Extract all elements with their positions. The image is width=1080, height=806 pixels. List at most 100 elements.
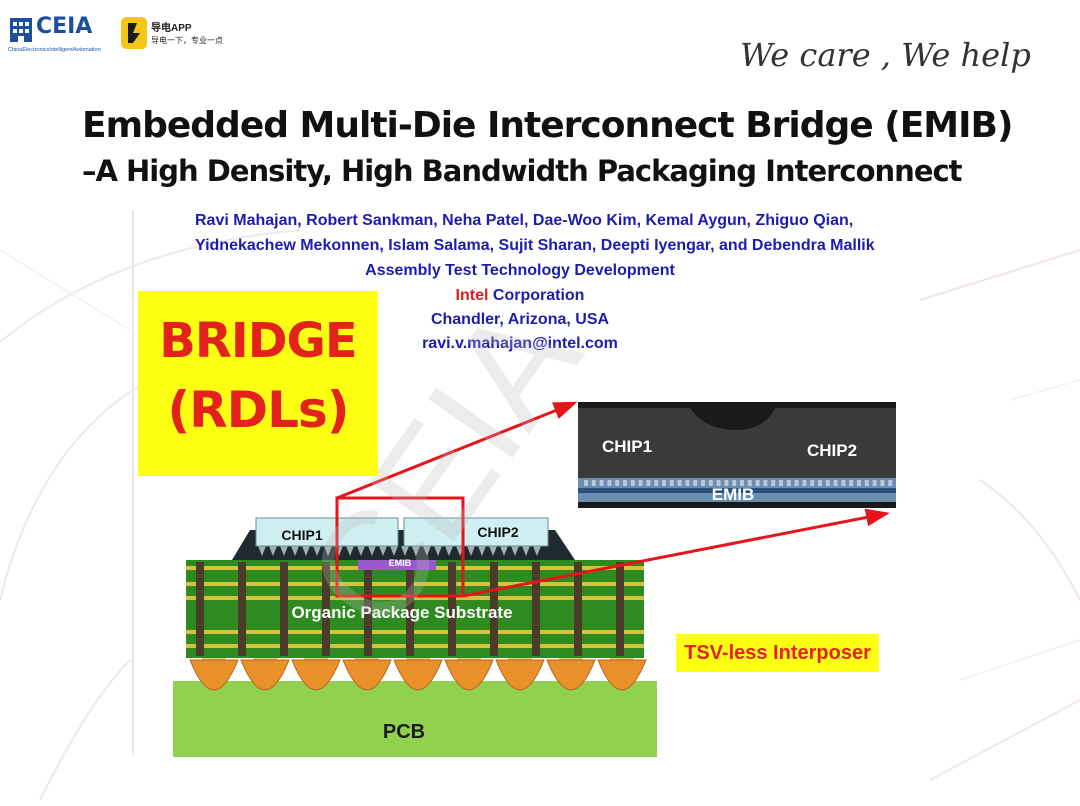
zoom-bump	[724, 480, 729, 486]
app-name: 导电APP	[151, 23, 192, 34]
via	[616, 562, 624, 656]
via	[364, 562, 372, 656]
zoom-bump	[646, 480, 651, 486]
emib-small-label: EMIB	[389, 558, 412, 568]
micro-bump	[423, 546, 431, 556]
zoom-arrow-bottom	[462, 508, 890, 598]
zoom-bump	[654, 480, 659, 486]
app-logo-icon	[121, 17, 147, 49]
via	[280, 562, 288, 656]
ceia-logo: CEIA ChinaElectronicsIntelligentAutomati…	[6, 12, 116, 58]
micro-bump	[522, 546, 530, 556]
micro-bump	[280, 546, 288, 556]
authors-line-2: Yidnekachew Mekonnen, Islam Salama, Suji…	[195, 237, 875, 254]
building-icon	[10, 18, 32, 42]
copper-layer	[186, 644, 644, 648]
micro-bump	[346, 546, 354, 556]
via	[574, 562, 582, 656]
micro-bump	[269, 546, 277, 556]
micro-bump	[313, 546, 321, 556]
micro-bump	[324, 546, 332, 556]
via	[406, 562, 414, 656]
chip2-label: CHIP2	[477, 524, 518, 540]
header-tagline: We care , We help	[740, 36, 1031, 74]
substrate-label: Organic Package Substrate	[291, 603, 512, 622]
copper-layer	[186, 596, 644, 600]
tsv-less-callout: TSV-less Interposer	[676, 634, 879, 672]
author-email: ravi.v.mahajan@intel.com	[422, 335, 618, 352]
zoom-bump	[599, 480, 604, 486]
micro-bump	[357, 546, 365, 556]
solder-balls	[189, 656, 647, 691]
zoom-bump	[849, 480, 854, 486]
solder-ball	[444, 659, 494, 691]
zoom-chip2-label: CHIP2	[807, 441, 857, 460]
app-slogan: 导电一下，专业一点	[151, 36, 223, 45]
copper-layer	[186, 582, 644, 586]
zoom-bump	[669, 480, 674, 486]
zoom-bump	[662, 480, 666, 486]
department: Assembly Test Technology Development	[365, 262, 675, 279]
micro-bump	[390, 546, 398, 556]
bridge-line-2: (RDLs)	[167, 381, 349, 439]
micro-bump	[258, 546, 266, 556]
zoom-bump	[841, 480, 846, 486]
tsv-less-label: TSV-less Interposer	[684, 642, 871, 664]
micro-bump	[489, 546, 497, 556]
zoom-bump	[833, 480, 838, 486]
micro-bump	[500, 546, 508, 556]
micro-bump	[478, 546, 486, 556]
zoom-region-box	[335, 496, 465, 598]
solder-ball	[597, 659, 647, 691]
slide-title: Embedded Multi-Die Interconnect Bridge (…	[82, 105, 1013, 146]
solder-ball	[393, 659, 443, 691]
ball-pad	[559, 656, 583, 662]
micro-bump	[379, 546, 387, 556]
zoom-bump	[607, 480, 612, 486]
ball-pad	[508, 656, 532, 662]
ball-pad	[304, 656, 328, 662]
ball-pad	[406, 656, 430, 662]
solder-ball	[546, 659, 596, 691]
solder-ball	[291, 659, 341, 691]
via	[196, 562, 204, 656]
zoom-bump	[825, 480, 830, 486]
pcb-label: PCB	[383, 721, 425, 743]
zoom-bump	[701, 480, 705, 486]
via	[238, 562, 246, 656]
zoom-bump	[755, 480, 760, 486]
zoom-bump	[810, 480, 815, 486]
ceia-logo-tagline: ChinaElectronicsIntelligentAutomation	[8, 47, 101, 53]
micro-bump	[434, 546, 442, 556]
solder-ball	[189, 659, 239, 691]
ball-pad	[202, 656, 226, 662]
micro-bump	[291, 546, 299, 556]
zoom-bump	[615, 480, 620, 486]
via	[448, 562, 456, 656]
zoom-chip1-label: CHIP1	[602, 437, 652, 456]
solder-ball	[342, 659, 392, 691]
app-logo: 导电APP 导电一下，专业一点	[121, 17, 231, 53]
zoom-bump	[638, 480, 643, 486]
zoom-bump	[716, 480, 721, 486]
micro-bump	[533, 546, 541, 556]
copper-layer	[186, 630, 644, 634]
micro-bump	[412, 546, 420, 556]
zoom-bump	[740, 480, 744, 486]
solder-ball	[240, 659, 290, 691]
zoom-bump	[888, 480, 893, 486]
zoom-bump	[623, 480, 627, 486]
zoom-bump	[685, 480, 690, 486]
ball-pad	[253, 656, 277, 662]
pcb-board	[173, 681, 657, 757]
zoom-bump	[794, 480, 799, 486]
zoom-bump	[880, 480, 885, 486]
authors-line-1: Ravi Mahajan, Robert Sankman, Neha Patel…	[195, 212, 854, 229]
zoom-arrow-top	[336, 401, 578, 500]
location: Chandler, Arizona, USA	[430, 311, 610, 328]
zoomed-cross-section: CHIP1 CHIP2 EMIB	[578, 402, 896, 508]
solder-ball	[495, 659, 545, 691]
corporation-rest: Corporation	[488, 287, 585, 304]
chip1-die	[255, 517, 399, 547]
zoom-emib-label: EMIB	[712, 485, 755, 504]
